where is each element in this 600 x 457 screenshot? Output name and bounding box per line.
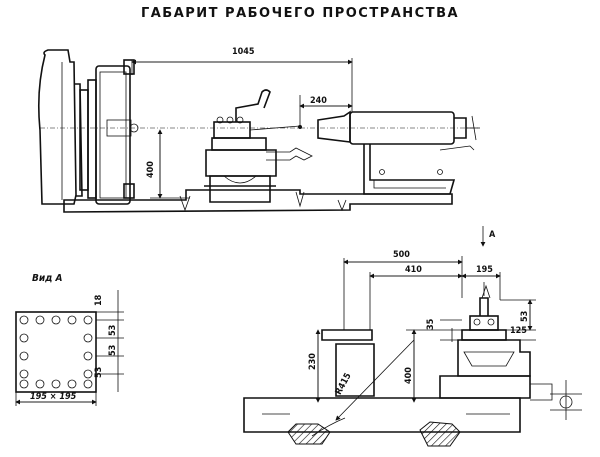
dim-53-a: 53: [108, 324, 118, 336]
cross-section: [243, 226, 582, 447]
chuck-body: [95, 65, 131, 205]
tailstock-quill: [317, 110, 351, 143]
tool-post-handle: [235, 89, 271, 122]
dim-400-top: 400: [146, 161, 156, 178]
cross-feed-handwheel: [266, 147, 313, 161]
dim-53: 53: [520, 310, 530, 322]
dim-230: 230: [308, 353, 318, 370]
plate-outline: [15, 311, 97, 393]
dim-125: 125: [510, 326, 527, 336]
section-cross-slide: [457, 339, 531, 377]
dim-410: 410: [405, 265, 422, 275]
section-bed: [243, 397, 521, 433]
dim-35: 35: [426, 318, 436, 330]
lathe-bed: [63, 189, 453, 213]
dim-18: 18: [94, 294, 104, 306]
section-rail-right: [419, 421, 461, 447]
view-a-plate: [15, 290, 124, 406]
chuck-jaw: [123, 59, 135, 75]
section-carriage: [439, 375, 531, 399]
compound-slide: [211, 137, 267, 151]
arrow-a-label: А: [489, 230, 496, 240]
tailstock-handwheel: [466, 115, 480, 141]
dim-240: 240: [310, 96, 327, 106]
spindle-nose: [74, 83, 83, 197]
section-saddle-top: [321, 329, 373, 341]
drawing-title: ГАБАРИТ РАБОЧЕГО ПРОСТРАНСТВА: [140, 6, 460, 21]
tool-post: [213, 121, 251, 139]
tailstock-barrel: [349, 111, 455, 145]
view-a-label: Вид А: [32, 273, 63, 284]
cross-slide: [205, 149, 277, 177]
lathe-elevation: [37, 49, 480, 213]
dim-400: 400: [404, 367, 414, 384]
dim-1045: 1045: [232, 47, 255, 57]
dim-53-c: 53: [94, 366, 104, 378]
dim-195: 195: [476, 265, 493, 275]
headstock: [37, 49, 77, 205]
tailstock-body: [363, 144, 456, 195]
dim-53-b: 53: [108, 344, 118, 356]
section-compound: [461, 329, 507, 341]
dim-500: 500: [393, 250, 410, 260]
section-rail-left: [287, 423, 331, 445]
carriage-apron: [209, 175, 271, 203]
dim-195-square: 195 × 195: [30, 392, 77, 402]
